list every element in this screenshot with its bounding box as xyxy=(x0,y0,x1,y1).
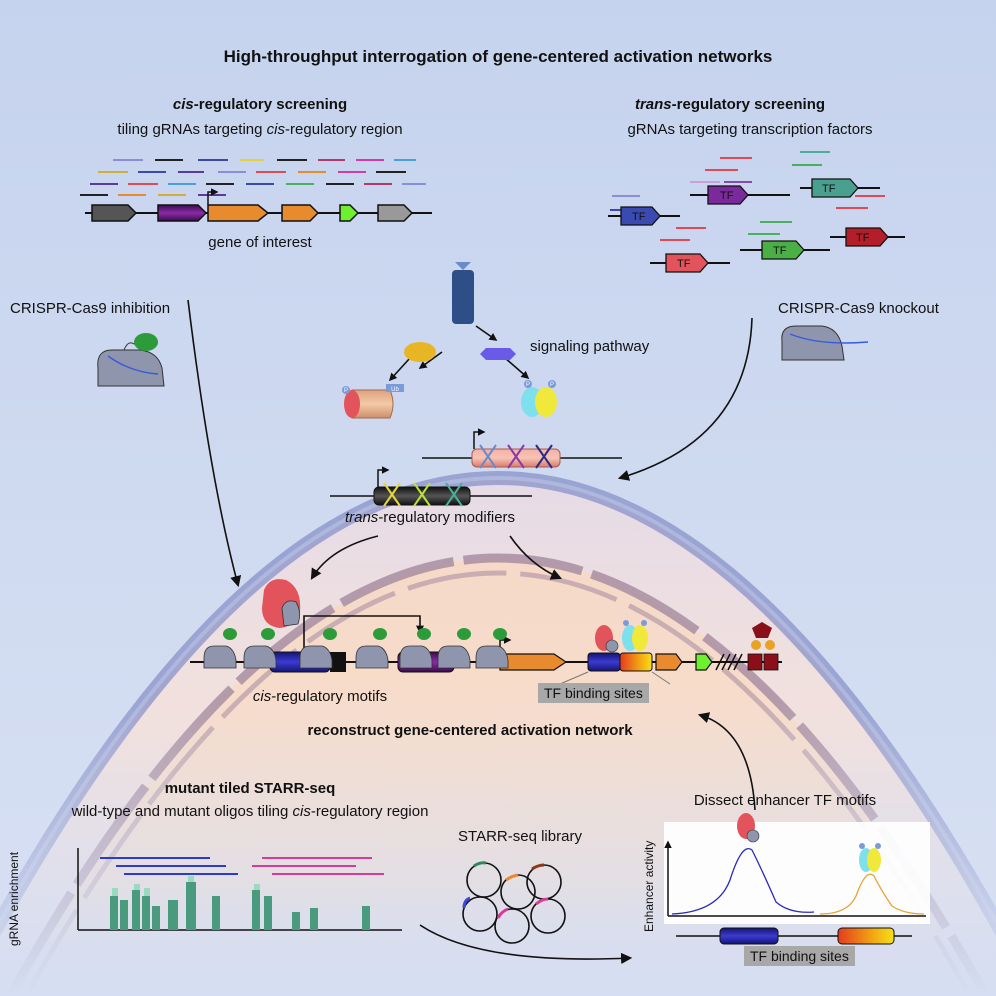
tf-binding-sites-bottom-label: TF binding sites xyxy=(744,946,855,966)
ub-modified-protein: Ub xyxy=(342,384,404,419)
signaling-pathway-label: signaling pathway xyxy=(530,338,650,355)
arrow-icon xyxy=(388,357,411,382)
trans-heading-rest: -regulatory screening xyxy=(671,96,826,113)
flow-arrows xyxy=(187,299,756,965)
starr-seq-subtitle: wild-type and mutant oligos tiling cis-r… xyxy=(40,803,460,820)
tf-gene-label: TF xyxy=(677,258,691,270)
ubiquitin-label: Ub xyxy=(391,387,399,393)
cis-heading-italic: cis xyxy=(172,96,194,113)
krab-repressor-complex xyxy=(262,579,301,628)
gene-of-interest-label: gene of interest xyxy=(208,234,312,251)
dissect-motifs-label: Dissect enhancer TF motifs xyxy=(693,792,877,809)
scissors-icon xyxy=(383,482,463,507)
starr-sub-post: -regulatory region xyxy=(310,803,429,820)
tf-gene-label: TF xyxy=(773,245,787,257)
scissors-icon xyxy=(479,444,553,469)
enhancer-activity-plot xyxy=(664,813,930,945)
plasmid-icon xyxy=(462,861,566,944)
phospho-label: P xyxy=(344,388,348,394)
cis-motifs-label: cis-regulatory motifs xyxy=(240,688,400,705)
cis-sub-pre: tiling gRNAs targeting xyxy=(117,121,267,138)
modifiers-italic: trans xyxy=(344,509,379,526)
phospho-labels: P P P xyxy=(344,382,554,394)
arrow-icon xyxy=(187,299,242,588)
arrow-icon xyxy=(697,712,756,811)
tf-gene-labels: TF TF TF TF TF TF xyxy=(632,183,870,270)
cas9-icon xyxy=(781,325,869,361)
cis-sub-post: -regulatory region xyxy=(285,121,403,138)
tf-gene-label: TF xyxy=(720,190,734,202)
kinase-icon xyxy=(404,342,516,362)
figure-title: High-throughput interrogation of gene-ce… xyxy=(223,47,773,66)
arrow-icon xyxy=(509,535,563,580)
motifs-rest: -regulatory motifs xyxy=(271,688,388,705)
tf-binding-sites-callout: TF binding sites xyxy=(538,683,649,703)
arrow-icon xyxy=(419,924,633,965)
enhancer-loop xyxy=(303,615,424,648)
bound-tfs xyxy=(595,620,648,653)
motifs-italic: cis xyxy=(252,688,272,705)
dcas9-krab-icon xyxy=(437,628,471,669)
dcas9-krab-icon xyxy=(355,628,389,669)
cis-sub-italic: cis xyxy=(266,121,286,138)
arrow-icon xyxy=(418,351,443,369)
arrow-icon xyxy=(504,357,530,380)
modifiers-rest: -regulatory modifiers xyxy=(378,509,516,526)
arrow-icon xyxy=(310,535,379,580)
tf-gene-label: TF xyxy=(632,211,646,223)
arrow-icon xyxy=(617,317,753,481)
phospho-label: P xyxy=(526,382,530,388)
trans-heading-italic: trans xyxy=(634,96,672,113)
tf-locus-knockout xyxy=(422,428,622,469)
dcas9-krab-icon xyxy=(243,628,277,669)
starr-seq-heading: mutant tiled STARR-seq xyxy=(164,780,336,797)
dcas9-krab-icon xyxy=(399,628,433,669)
crispr-inhibition-label: CRISPR-Cas9 inhibition xyxy=(10,300,171,317)
trans-screening-heading: trans-regulatory screening xyxy=(600,96,860,113)
tf-gene-label: TF xyxy=(822,183,836,195)
tf-dimer-icon xyxy=(521,380,557,417)
receptor-icon xyxy=(452,262,474,324)
cis-screening-subtitle: tiling gRNAs targeting cis-regulatory re… xyxy=(90,121,430,138)
gene-of-interest-locus xyxy=(85,188,432,222)
starr-sub-pre: wild-type and mutant oligos tiling xyxy=(71,803,293,820)
starr-sub-italic: cis xyxy=(292,803,311,820)
tf-genes xyxy=(608,178,905,273)
phospho-label: P xyxy=(550,382,554,388)
enrichment-plot xyxy=(77,848,402,931)
tf-gene-label: TF xyxy=(856,232,870,244)
trans-modifiers-label: trans-regulatory modifiers xyxy=(330,509,530,526)
crispr-knockout-label: CRISPR-Cas9 knockout xyxy=(778,300,939,317)
arrow-icon xyxy=(475,325,498,341)
cis-screening-heading: cis-regulatory screening xyxy=(130,96,390,113)
dcas9-krab-icon xyxy=(299,628,337,669)
trans-screening-subtitle: gRNAs targeting transcription factors xyxy=(627,121,873,138)
dcas9-krab-icon xyxy=(97,333,165,387)
modifier-locus-knockout xyxy=(330,466,532,507)
cis-heading-rest: -regulatory screening xyxy=(193,96,348,113)
enhancer-activity-axis-label: Enhancer activity xyxy=(642,840,656,932)
cis-grna-tiles xyxy=(80,159,426,196)
dcas9-krab-icon xyxy=(203,628,237,669)
grna-enrichment-axis-label: gRNA enrichment xyxy=(7,851,21,946)
reconstruct-network-label: reconstruct gene-centered activation net… xyxy=(307,722,633,739)
starr-library-label: STARR-seq library xyxy=(458,828,582,845)
dcas9-krab-icon xyxy=(475,628,509,669)
